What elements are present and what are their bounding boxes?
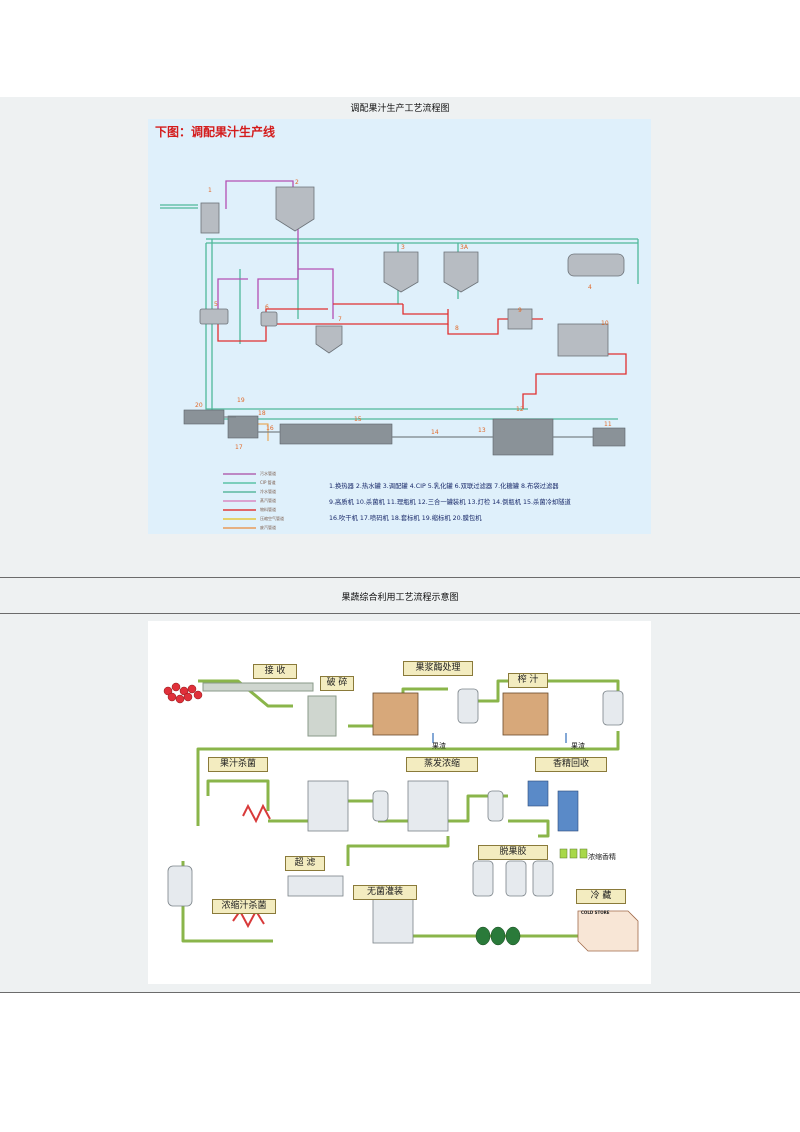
process-flow-diagram xyxy=(163,679,639,952)
stage-ultrafilter: 超 滤 xyxy=(285,856,325,871)
duplex-filter xyxy=(260,311,278,327)
svg-text:8: 8 xyxy=(455,325,459,332)
bottle-sorter xyxy=(592,427,626,447)
stage-conc-sterilize: 浓缩汁杀菌 xyxy=(212,899,276,914)
stage-aroma: 香精回收 xyxy=(535,757,607,772)
legend-label-7: 废汽管道 xyxy=(260,525,276,530)
press-unit xyxy=(502,692,549,736)
svg-text:7: 7 xyxy=(338,316,342,323)
conc-aroma-label: 浓缩香精 xyxy=(588,853,616,861)
depectin-tank-1 xyxy=(472,860,494,897)
stage-press: 榨 汁 xyxy=(508,673,548,688)
svg-text:19: 19 xyxy=(237,397,245,404)
pectinase-tank xyxy=(372,692,419,736)
buffer-tank-2 xyxy=(602,690,624,726)
separator-1 xyxy=(372,790,389,822)
svg-text:4: 4 xyxy=(588,284,592,291)
cold-store-building xyxy=(577,910,639,952)
buffer-tank-1 xyxy=(457,688,479,724)
stage-juice-sterilize: 果汁杀菌 xyxy=(208,757,268,772)
sterilizer xyxy=(557,323,609,357)
legend-label-3: 冷水管道 xyxy=(260,489,276,494)
hot-water-tank xyxy=(275,186,315,232)
equipment-key-line-1: 1.换热器 2.热水罐 3.调配罐 4.CIP 5.乳化罐 6.双联过滤器 7.… xyxy=(329,483,559,490)
fruit-veg-process-figure: 接 收 破 碎 果浆酶处理 榨 汁 果汁杀菌 蒸发浓缩 香精回收 脱果胶 超 滤… xyxy=(148,621,651,984)
depectin-tank-3 xyxy=(532,860,554,897)
svg-text:17: 17 xyxy=(235,444,243,451)
legend-label-1: 污水管道 xyxy=(260,471,276,476)
juice-production-line-figure: 下图：调配果汁生产线 xyxy=(148,119,651,534)
svg-text:3A: 3A xyxy=(460,244,469,251)
receiving-conveyor xyxy=(202,682,314,692)
svg-text:2: 2 xyxy=(295,179,299,186)
svg-text:5: 5 xyxy=(214,301,218,308)
ultrafilter-unit xyxy=(287,875,344,897)
section-mid-band xyxy=(0,578,800,614)
svg-text:10: 10 xyxy=(601,320,609,327)
storage-tank xyxy=(167,865,193,907)
tunnel-pasteurizer xyxy=(279,423,393,445)
stage-aseptic: 无菌灌装 xyxy=(353,885,417,900)
equipment-key-line-2: 9.高质机 10.杀菌机 11.理瓶机 12.三合一罐装机 13.灯检 14.倒… xyxy=(329,499,571,506)
svg-text:6: 6 xyxy=(265,304,269,311)
evaporator-1 xyxy=(307,780,349,832)
legend-label-6: 压缩空气管道 xyxy=(260,516,284,521)
section1-caption: 调配果汁生产工艺流程图 xyxy=(350,104,450,114)
crusher xyxy=(307,695,337,737)
legend-label-4: 蒸汽管道 xyxy=(260,498,276,503)
filler-3in1 xyxy=(492,418,554,456)
svg-text:13: 13 xyxy=(478,427,486,434)
svg-text:3: 3 xyxy=(401,244,405,251)
blending-tank-3 xyxy=(383,251,419,293)
homogenizer xyxy=(507,308,533,330)
production-line-diagram: 1 2 3 3A 4 5 6 7 8 9 10 11 12 13 14 15 1… xyxy=(160,179,639,529)
emulsify-tank xyxy=(199,308,229,325)
sugar-tank xyxy=(315,325,343,354)
aroma-column xyxy=(557,790,579,832)
film-wrap-machine xyxy=(183,409,225,425)
aroma-exchanger xyxy=(527,780,549,807)
cip-unit xyxy=(567,253,625,277)
svg-text:14: 14 xyxy=(431,429,439,436)
stage-cold: 冷 藏 xyxy=(576,889,626,904)
pomace-label-2: 果渣 xyxy=(571,742,585,750)
evaporator-2 xyxy=(407,780,449,832)
svg-text:12: 12 xyxy=(516,406,524,413)
depectin-tank-2 xyxy=(505,860,527,897)
heat-exchanger xyxy=(200,202,220,234)
svg-text:18: 18 xyxy=(258,410,266,417)
stage-depectin: 脱果胶 xyxy=(478,845,548,860)
pomace-label-1: 果渣 xyxy=(432,742,446,750)
stage-crush: 破 碎 xyxy=(320,676,354,691)
legend-label-5: 物料管道 xyxy=(260,507,276,512)
labeler xyxy=(227,415,259,439)
svg-text:15: 15 xyxy=(354,416,362,423)
equipment-key-line-3: 16.吹干机 17.喷码机 18.套标机 19.缩标机 20.膜包机 xyxy=(329,515,482,522)
stage-evaporate: 蒸发浓缩 xyxy=(406,757,478,772)
svg-text:11: 11 xyxy=(604,421,612,428)
svg-text:9: 9 xyxy=(518,307,522,314)
svg-text:16: 16 xyxy=(266,425,274,432)
cold-store-sign: COLD STORE xyxy=(581,910,610,915)
stage-pectinase: 果浆酶处理 xyxy=(403,661,473,676)
blending-tank-3a xyxy=(443,251,479,293)
figure-title: 下图：调配果汁生产线 xyxy=(155,125,276,139)
separator-2 xyxy=(487,790,504,822)
stage-receive: 接 收 xyxy=(253,664,297,679)
svg-text:20: 20 xyxy=(195,402,203,409)
section2-caption: 果蔬综合利用工艺流程示意图 xyxy=(341,593,459,603)
svg-text:1: 1 xyxy=(208,187,212,194)
legend-label-2: CIP 管道 xyxy=(260,480,276,485)
